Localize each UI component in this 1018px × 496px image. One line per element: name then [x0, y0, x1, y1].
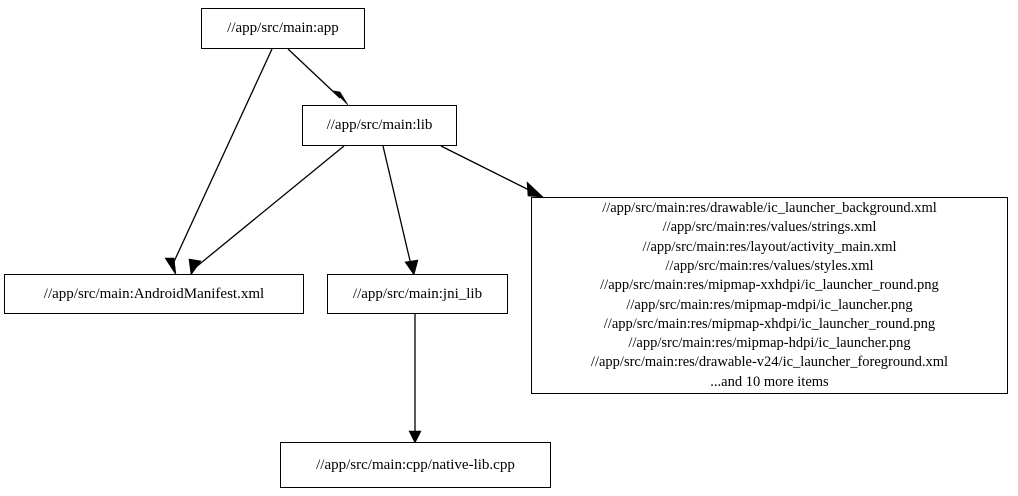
edge-app-to-lib: [287, 48, 349, 106]
edge-jni-lib-to-native-lib: [408, 314, 422, 444]
node-res-group[interactable]: //app/src/main:res/drawable/ic_launcher_…: [531, 197, 1008, 394]
node-lib[interactable]: //app/src/main:lib: [302, 105, 457, 146]
node-android-manifest-label: //app/src/main:AndroidManifest.xml: [43, 285, 265, 302]
edge-app-to-android-manifest: [164, 48, 273, 276]
node-android-manifest[interactable]: //app/src/main:AndroidManifest.xml: [4, 274, 304, 314]
node-app-label: //app/src/main:app: [227, 20, 339, 36]
node-native-lib-cpp-label: //app/src/main:cpp/native-lib.cpp: [316, 456, 515, 473]
node-res-group-label: //app/src/main:res/drawable/ic_launcher_…: [590, 200, 949, 390]
node-app[interactable]: //app/src/main:app: [201, 8, 365, 49]
node-jni-lib[interactable]: //app/src/main:jni_lib: [327, 274, 508, 314]
edge-lib-to-res-group: [440, 145, 544, 198]
node-lib-label: //app/src/main:lib: [326, 117, 433, 133]
node-jni-lib-label: //app/src/main:jni_lib: [352, 285, 483, 302]
edge-lib-to-android-manifest: [188, 145, 345, 276]
node-native-lib-cpp[interactable]: //app/src/main:cpp/native-lib.cpp: [280, 442, 551, 488]
edge-lib-to-jni-lib: [382, 145, 419, 276]
